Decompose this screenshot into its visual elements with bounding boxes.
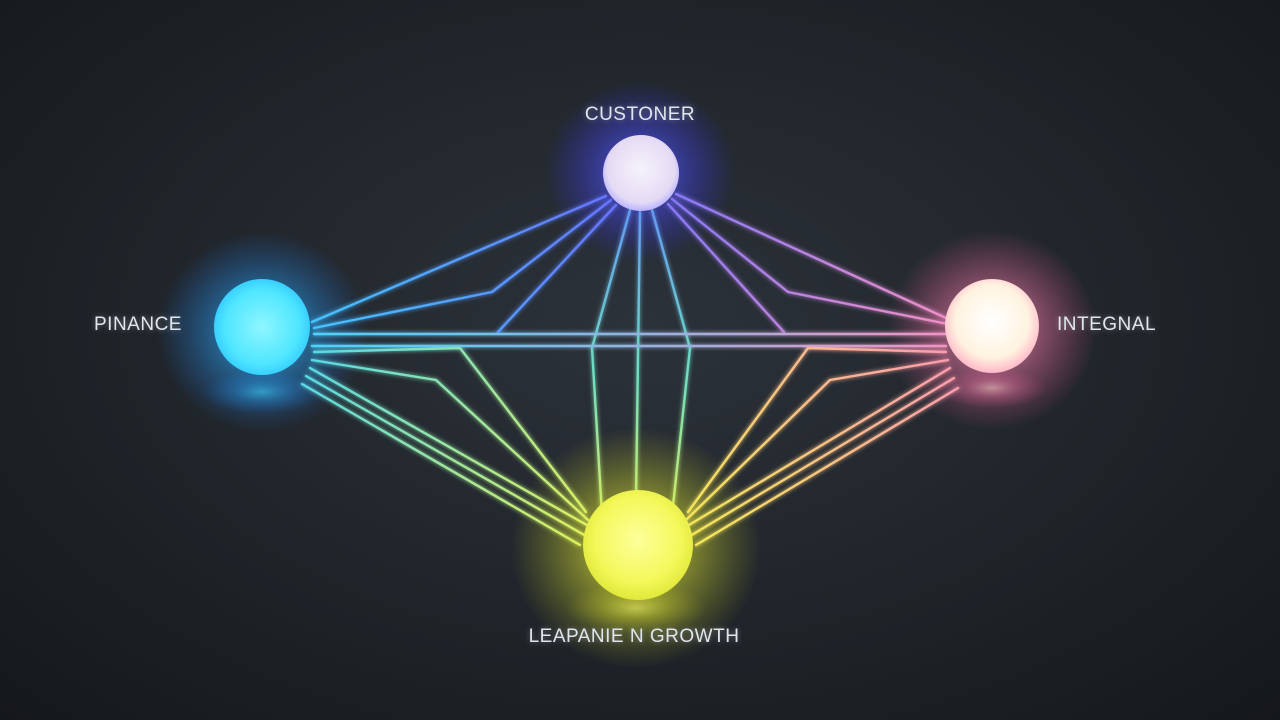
internal-node-reflection [937, 368, 1047, 408]
learning-growth-label: LEAPANIE N GROWTH [528, 626, 740, 647]
edge-customer-finance [310, 194, 608, 324]
edge-customer-internal [670, 197, 950, 326]
edge-customer-learning [650, 208, 692, 517]
edge-internal-learning [688, 376, 956, 538]
edge-internal-learning [686, 346, 948, 514]
connection-lines [300, 192, 960, 547]
customer-node [603, 135, 679, 211]
internal-node [945, 279, 1039, 373]
edge-finance-learning [304, 374, 588, 538]
edge-customer-learning [590, 208, 632, 517]
edge-finance-learning [310, 358, 590, 522]
edge-internal-learning [684, 358, 950, 522]
finance-node-reflection [202, 370, 322, 414]
node-cores [214, 135, 1039, 600]
finance-label: PINANCE [94, 314, 182, 335]
learning-growth-node [583, 490, 693, 600]
customer-label: CUSTONER [584, 104, 696, 125]
finance-node [214, 279, 310, 375]
edge-finance-learning [308, 366, 594, 530]
internal-label: INTEGNAL [1057, 314, 1157, 335]
edge-customer-learning [634, 210, 642, 502]
edge-finance-learning [312, 346, 588, 514]
edge-customer-finance [496, 203, 618, 334]
edge-customer-internal [674, 192, 948, 320]
edge-internal-learning [682, 366, 952, 530]
edge-finance-learning [300, 382, 582, 547]
learning-node-reflection [566, 582, 706, 634]
edge-customer-finance [312, 198, 613, 330]
edge-customer-internal [666, 202, 786, 334]
edge-internal-learning [694, 386, 960, 547]
